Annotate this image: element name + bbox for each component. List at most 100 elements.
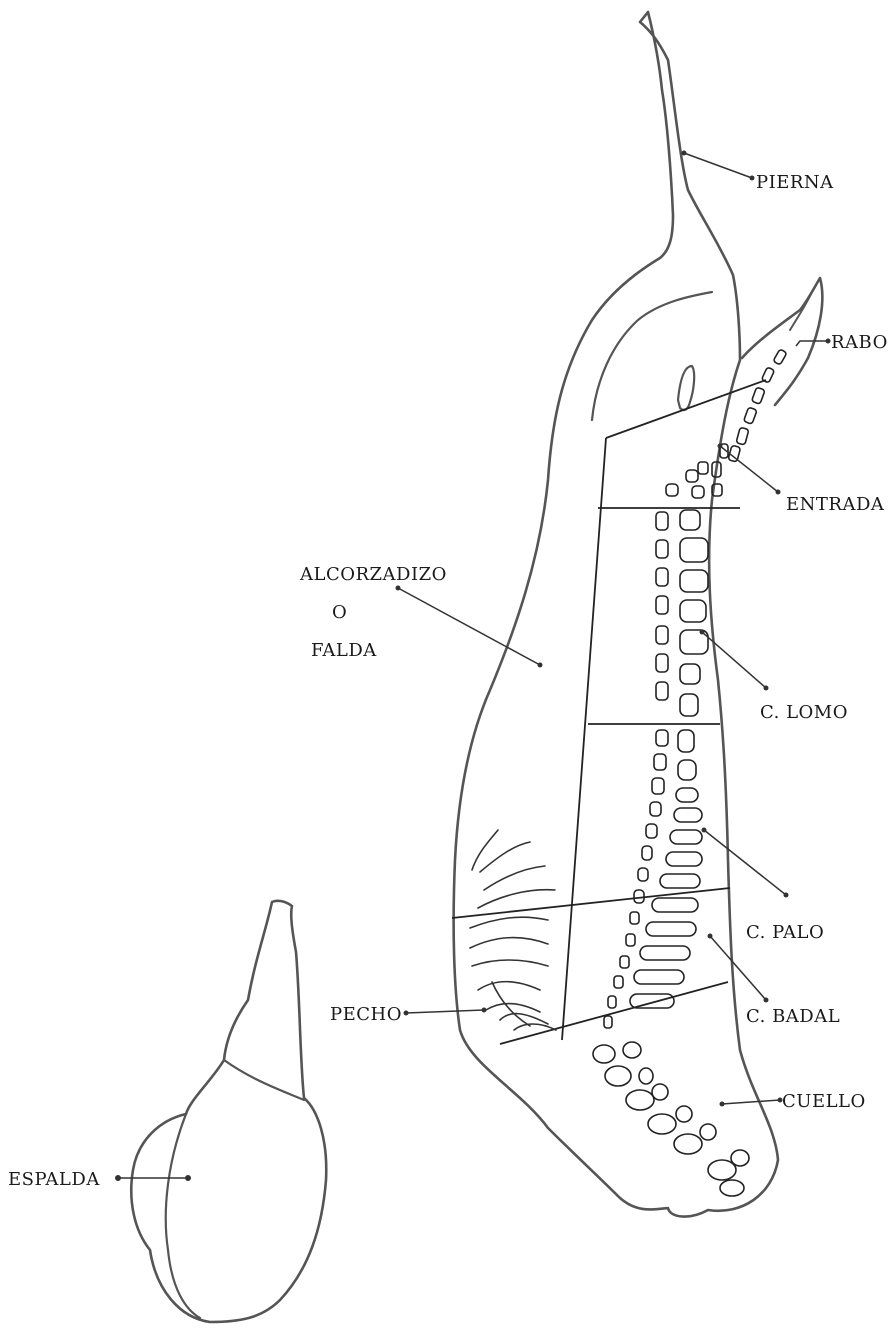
cut-line-palo-bottom	[452, 888, 730, 918]
vertebra	[656, 730, 668, 746]
labels: PIERNA RABO ENTRADA ALCORZADIZO O FALDA …	[8, 172, 888, 1190]
vertebra	[692, 486, 704, 498]
pelvic-bone	[678, 366, 694, 410]
leader-dot	[718, 444, 723, 449]
vertebra	[626, 1090, 654, 1110]
rib	[660, 874, 700, 888]
vertebra	[608, 996, 616, 1008]
breast-striations	[470, 830, 556, 1030]
label-alcorzadizo: ALCORZADIZO	[299, 564, 447, 585]
vertebra	[736, 427, 749, 445]
vertebra	[638, 868, 648, 881]
leader-dot	[776, 490, 781, 495]
striation	[478, 982, 540, 990]
vertebra	[680, 664, 700, 684]
vertebra	[654, 754, 666, 770]
shoulder	[131, 901, 326, 1322]
striation	[472, 830, 498, 870]
vertebra	[656, 626, 668, 644]
vertebra	[680, 694, 698, 716]
shoulder-joint-line	[224, 1060, 304, 1100]
leader-entrada	[720, 446, 778, 492]
vertebra	[650, 802, 661, 816]
vertebra	[731, 1150, 749, 1166]
striation	[486, 1003, 540, 1012]
rib	[646, 922, 696, 936]
label-espalda: ESPALDA	[8, 1169, 100, 1190]
cut-line-vertical	[562, 438, 606, 1040]
vertebra	[761, 367, 774, 383]
leader-lines	[115, 151, 831, 1182]
vertebra	[680, 538, 708, 562]
rib	[678, 760, 696, 780]
vertebra	[620, 956, 629, 968]
leader-badal	[710, 936, 766, 1000]
leader-dot	[700, 630, 705, 635]
label-o: O	[332, 602, 347, 623]
vertebra	[674, 1134, 702, 1154]
flank-inner-line	[592, 292, 712, 420]
leader-palo	[704, 830, 786, 895]
striation	[478, 890, 555, 908]
vertebra	[686, 470, 698, 482]
vertebra	[605, 1066, 631, 1086]
vertebra	[700, 1124, 716, 1140]
label-entrada: ENTRADA	[786, 494, 885, 515]
striation	[480, 842, 530, 872]
leader-pierna	[684, 153, 752, 178]
vertebra	[656, 682, 668, 700]
vertebra	[744, 407, 758, 424]
leader-dot	[482, 1008, 487, 1013]
vertebra	[593, 1045, 615, 1063]
rib	[630, 994, 674, 1008]
vertebra	[614, 976, 623, 988]
leader-dot	[764, 998, 769, 1003]
vertebra	[708, 1160, 736, 1180]
leader-dot	[720, 1102, 725, 1107]
vertebra	[626, 934, 635, 946]
label-pecho: PECHO	[330, 1004, 402, 1025]
striation	[514, 1024, 556, 1030]
vertebra	[642, 846, 652, 860]
rib	[666, 852, 702, 866]
shoulder-outline	[131, 901, 326, 1322]
leader-dot	[784, 893, 789, 898]
rib	[652, 898, 698, 912]
vertebra	[680, 600, 706, 622]
leader-dot	[682, 151, 687, 156]
label-cuello: CUELLO	[782, 1091, 866, 1112]
leader-cuello	[722, 1100, 780, 1104]
vertebra	[656, 568, 668, 586]
vertebra	[680, 570, 708, 592]
vertebra	[752, 387, 766, 404]
vertebra	[656, 512, 668, 530]
leader-dot	[396, 586, 401, 591]
vertebra	[720, 1180, 744, 1196]
label-palo: C. PALO	[746, 922, 824, 943]
vertebra	[623, 1042, 641, 1058]
label-lomo: C. LOMO	[760, 702, 848, 723]
vertebra	[604, 1016, 612, 1028]
vertebra	[656, 540, 668, 558]
leader-dot	[185, 1175, 191, 1181]
label-badal: C. BADAL	[746, 1006, 840, 1027]
vertebra	[648, 1114, 676, 1134]
leader-dot	[115, 1175, 121, 1181]
leader-dot	[708, 934, 713, 939]
striation	[472, 960, 548, 966]
cut-line-badal-bottom	[500, 982, 728, 1044]
vertebra	[656, 654, 668, 672]
vertebra	[698, 462, 708, 474]
vertebra	[639, 1068, 653, 1084]
label-pierna: PIERNA	[756, 172, 834, 193]
rib	[676, 788, 698, 802]
vertebra	[652, 778, 664, 794]
label-rabo: RABO	[831, 332, 888, 353]
vertebra	[680, 510, 700, 530]
tail-inner	[790, 292, 812, 330]
striation	[484, 866, 545, 890]
cut-line-entrada-top	[606, 380, 766, 438]
leader-dot	[702, 828, 707, 833]
rib	[674, 808, 702, 822]
